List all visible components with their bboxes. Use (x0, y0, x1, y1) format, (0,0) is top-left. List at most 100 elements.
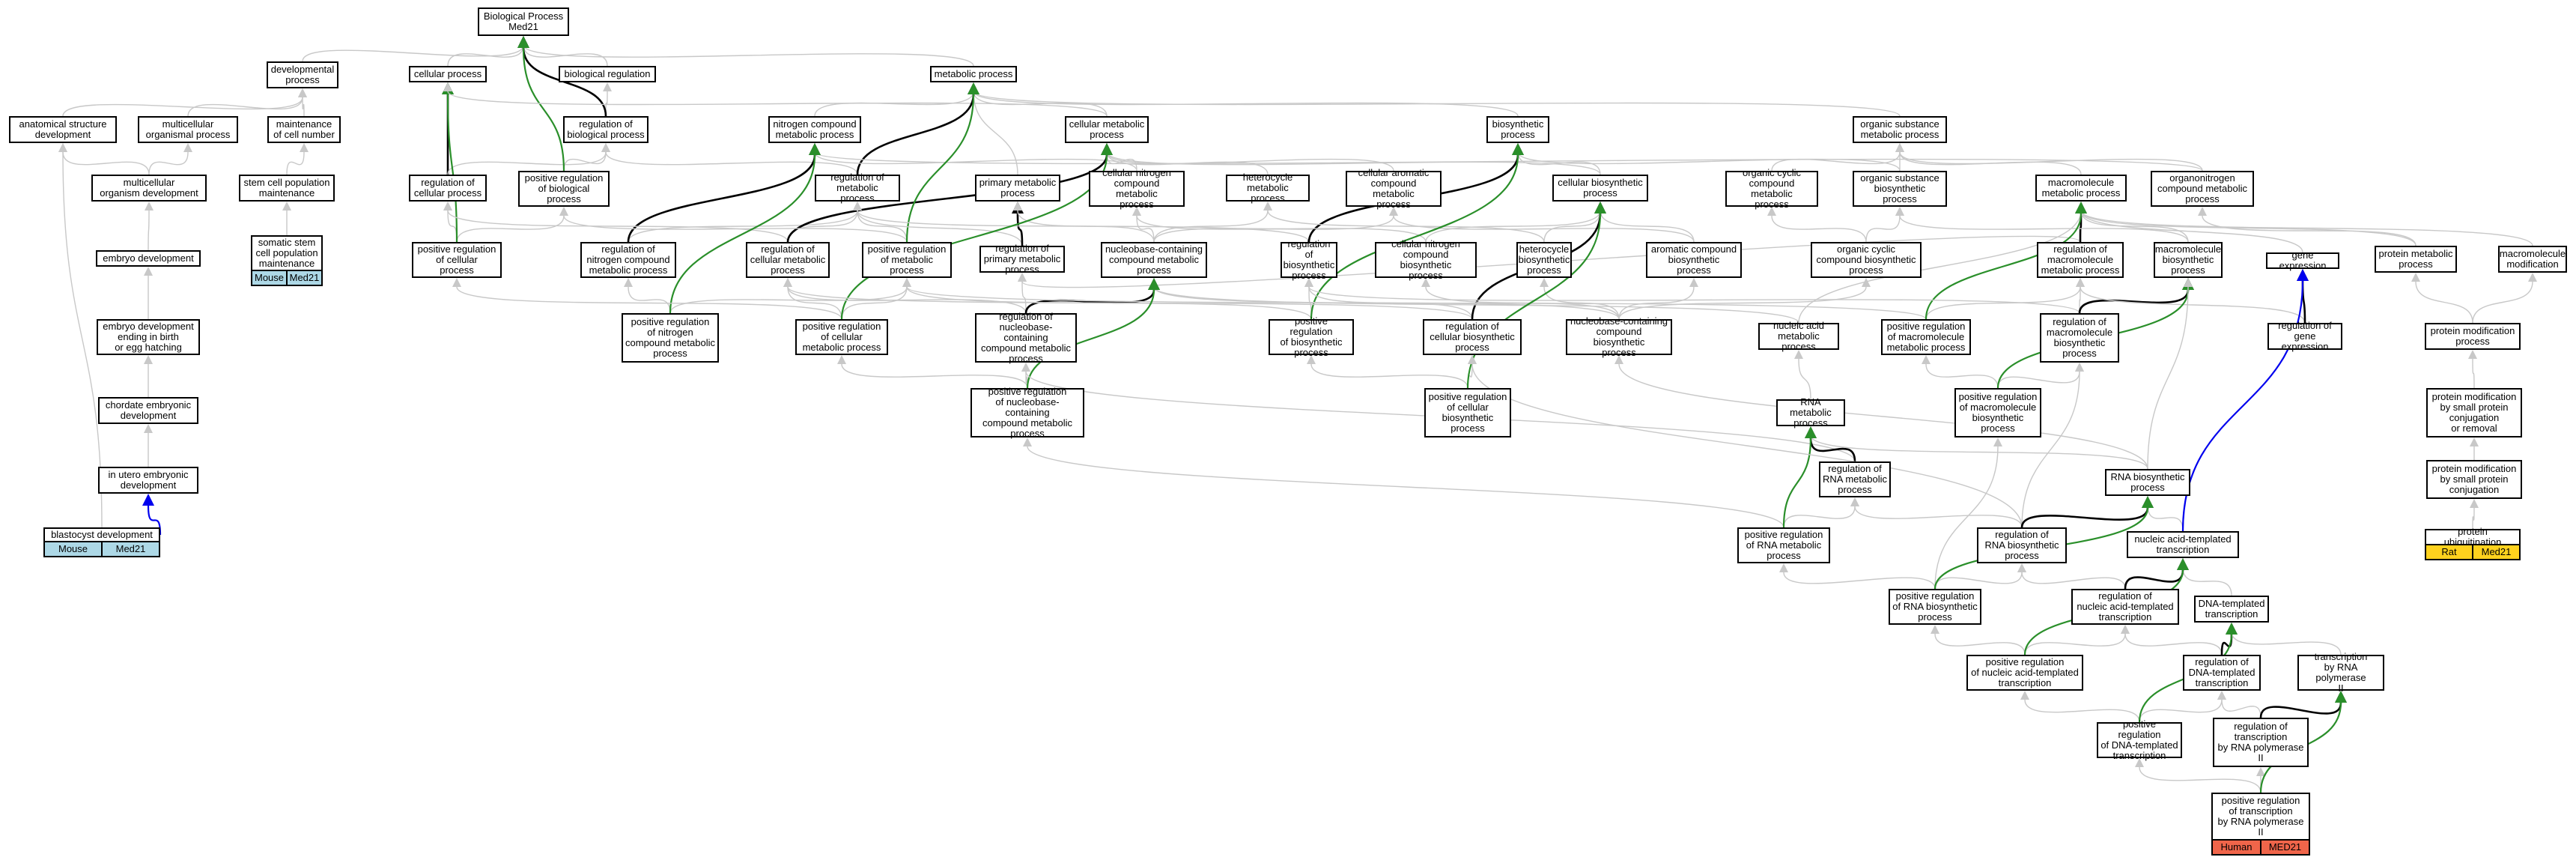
go-term-pos-reg-cp[interactable]: positive regulation of cellular process (412, 242, 502, 278)
go-term-macro-biosyn[interactable]: macromolecule biosynthetic process (2154, 242, 2223, 278)
go-term-pos-reg-rna-met[interactable]: positive regulation of RNA metabolic pro… (1737, 527, 1830, 563)
go-term-pos-reg-bp[interactable]: positive regulation of biological proces… (518, 171, 610, 207)
is-a-edge (1899, 215, 2189, 243)
go-term-reg-nucacid-trans[interactable]: regulation of nucleic acid-templated tra… (2071, 589, 2179, 625)
go-term-nucacid-trans[interactable]: nucleic acid-templated transcription (2127, 531, 2239, 558)
go-term-nucbase-met[interactable]: nucleobase-containing compound metabolic… (1101, 242, 1207, 278)
go-term-hetero-met[interactable]: heterocycle metabolic process (1226, 172, 1310, 204)
arrowhead (2121, 625, 2130, 634)
is-a-edge (1517, 151, 1601, 175)
go-term-macro-met[interactable]: macromolecule metabolic process (2035, 175, 2127, 202)
arrowhead (902, 278, 911, 287)
go-term-cell-nitro-met[interactable]: cellular nitrogen compound metabolic pro… (1089, 168, 1185, 210)
arrowhead (1794, 350, 1803, 359)
go-term-embryo-hatch[interactable]: embryo development ending in birth or eg… (97, 319, 200, 355)
go-term-gene-expr[interactable]: gene expression (2266, 250, 2339, 271)
go-term-cell-arom-met[interactable]: cellular aromatic compound metabolic pro… (1346, 168, 1442, 210)
go-term-bio-reg[interactable]: biological regulation (559, 66, 656, 82)
go-term-pos-reg-macro-met[interactable]: positive regulation of macromolecule met… (1881, 319, 1971, 355)
go-term-rna-biosyn[interactable]: RNA biosynthetic process (2105, 469, 2190, 496)
go-term-cell-nitro-biosyn[interactable]: cellular nitrogen compound biosynthetic … (1375, 239, 1477, 281)
go-term-reg-gene[interactable]: regulation of gene expression (2267, 321, 2342, 352)
go-term-reg-macro-biosyn[interactable]: regulation of macromolecule biosynthetic… (2040, 313, 2119, 363)
go-term-prot-mod[interactable]: protein modification process (2425, 323, 2521, 350)
go-term-prot-mod-small[interactable]: protein modification by small protein co… (2426, 388, 2522, 437)
arrowhead (1304, 278, 1313, 287)
go-term-pos-reg-dna-trans[interactable]: positive regulation of DNA-templated tra… (2097, 719, 2182, 761)
is-a-edge (1025, 371, 1028, 389)
go-term-prot-met[interactable]: protein metabolic process (2375, 246, 2457, 273)
go-term-reg-biosyn[interactable]: regulation of biosynthetic process (1281, 239, 1337, 281)
arrowhead (2335, 691, 2347, 703)
go-term-embryo[interactable]: embryo development (96, 250, 201, 267)
go-term-biosyn[interactable]: biosynthetic process (1486, 116, 1549, 143)
go-term-prim-met[interactable]: primary metabolic process (975, 175, 1060, 202)
go-term-maint-cell[interactable]: maintenance of cell number (267, 116, 341, 143)
go-term-nucbase-biosyn[interactable]: nucleobase-containing compound biosynthe… (1566, 316, 1672, 358)
is-a-edge (906, 286, 1927, 320)
go-term-pos-reg-macro-biosyn[interactable]: positive regulation of macromolecule bio… (1954, 388, 2041, 437)
go-term-macro-mod[interactable]: macromolecule modification (2498, 246, 2567, 273)
go-term-reg-met[interactable]: regulation of metabolic process (815, 172, 900, 204)
go-term-reg-cell-met[interactable]: regulation of cellular metabolic process (746, 242, 830, 278)
go-term-reg-cell-biosyn[interactable]: regulation of cellular biosynthetic proc… (1423, 319, 1522, 355)
go-term-utero[interactable]: in utero embryonic development (98, 467, 198, 494)
go-term-bp[interactable]: Biological Process Med21 (478, 7, 569, 36)
go-term-multi-dev[interactable]: multicellular organism development (91, 175, 207, 202)
is-a-edge (605, 151, 858, 175)
go-term-orgnitro-met[interactable]: organonitrogen compound metabolic proces… (2151, 171, 2254, 207)
go-term-met-proc[interactable]: metabolic process (930, 66, 1017, 82)
positively-regulates-edge (1310, 154, 1519, 320)
go-term-hetero-biosyn[interactable]: heterocycle biosynthetic process (1516, 242, 1572, 278)
go-term-multi-org[interactable]: multicellular organismal process (138, 116, 238, 143)
go-term-chordate[interactable]: chordate embryonic development (98, 397, 198, 424)
go-term-prot-ubiq[interactable]: protein ubiquitination (2425, 527, 2521, 548)
go-term-cell-biosyn[interactable]: cellular biosynthetic process (1552, 175, 1648, 202)
go-term-reg-nitro[interactable]: regulation of nitrogen compound metaboli… (580, 242, 676, 278)
is-a-edge (973, 91, 1901, 117)
go-term-pos-reg-cell-met[interactable]: positive regulation of cellular metaboli… (795, 319, 888, 355)
go-term-pos-reg-met[interactable]: positive regulation of metabolic process (862, 242, 952, 278)
go-term-nitro[interactable]: nitrogen compound metabolic process (768, 116, 861, 143)
go-term-org-sub-met[interactable]: organic substance metabolic process (1853, 116, 1947, 143)
go-term-cell-proc[interactable]: cellular process (409, 66, 487, 82)
go-term-pos-reg-nucbase[interactable]: positive regulation of nucleobase-contai… (970, 387, 1084, 439)
go-term-trans-pol2[interactable]: transcription by RNA polymerase II (2297, 652, 2384, 694)
is-a-edge (1106, 151, 1601, 175)
go-term-reg-rna-biosyn[interactable]: regulation of RNA biosynthetic process (1977, 527, 2067, 563)
go-term-reg-trans-pol2[interactable]: regulation of transcription by RNA polym… (2213, 718, 2309, 767)
is-a-edge (1600, 210, 1695, 243)
go-term-prot-mod-small-conj[interactable]: protein modification by small protein co… (2426, 460, 2522, 499)
go-term-pos-reg-biosyn[interactable]: positive regulation of biosynthetic proc… (1269, 316, 1354, 358)
go-term-reg-nucbase[interactable]: regulation of nucleobase-containing comp… (975, 312, 1077, 364)
go-term-blastocyst[interactable]: blastocyst development (43, 527, 160, 542)
regulates-edge (1024, 289, 1155, 314)
go-term-anat[interactable]: anatomical structure development (9, 116, 117, 143)
go-term-org-cyc-biosyn[interactable]: organic cyclic compound biosynthetic pro… (1811, 242, 1922, 278)
go-term-pos-reg-trans-pol2[interactable]: positive regulation of transcription by … (2211, 793, 2310, 841)
go-term-reg-rna-met[interactable]: regulation of RNA metabolic process (1819, 461, 1891, 497)
go-term-pos-reg-rna-biosyn[interactable]: positive regulation of RNA biosynthetic … (1889, 589, 1981, 625)
go-term-reg-macro-met[interactable]: regulation of macromolecule metabolic pr… (2037, 242, 2124, 278)
is-a-edge (456, 215, 565, 243)
is-a-edge (1925, 286, 2081, 320)
go-term-dev-proc[interactable]: developmental process (267, 61, 338, 88)
go-term-somatic[interactable]: somatic stem cell population maintenance (251, 235, 323, 271)
go-term-org-sub-biosyn[interactable]: organic substance biosynthetic process (1853, 171, 1947, 207)
go-term-pos-reg-nucacid-trans[interactable]: positive regulation of nucleic acid-temp… (1966, 655, 2083, 691)
go-term-reg-cp[interactable]: regulation of cellular process (409, 175, 487, 202)
go-term-reg-bp[interactable]: regulation of biological process (563, 116, 648, 143)
go-term-nucacid-met[interactable]: nucleic acid metabolic process (1758, 321, 1839, 352)
go-term-stem-pop[interactable]: stem cell population maintenance (239, 175, 335, 202)
go-term-reg-prim-met[interactable]: regulation of primary metabolic process (979, 243, 1065, 275)
go-term-pos-reg-nitro[interactable]: positive regulation of nitrogen compound… (622, 313, 719, 363)
go-term-rna-met[interactable]: RNA metabolic process (1776, 397, 1845, 429)
go-term-arom-biosyn[interactable]: aromatic compound biosynthetic process (1646, 242, 1742, 278)
go-term-cell-met[interactable]: cellular metabolic process (1065, 116, 1149, 143)
is-a-edge (2147, 504, 2184, 532)
go-term-pos-reg-cell-biosyn[interactable]: positive regulation of cellular biosynth… (1424, 388, 1511, 437)
go-term-dna-trans[interactable]: DNA-templated transcription (2194, 596, 2269, 623)
arrowhead (1614, 355, 1623, 364)
go-term-org-cyc-met[interactable]: organic cyclic compound metabolic proces… (1725, 168, 1818, 210)
go-term-reg-dna-trans[interactable]: regulation of DNA-templated transcriptio… (2183, 655, 2261, 691)
